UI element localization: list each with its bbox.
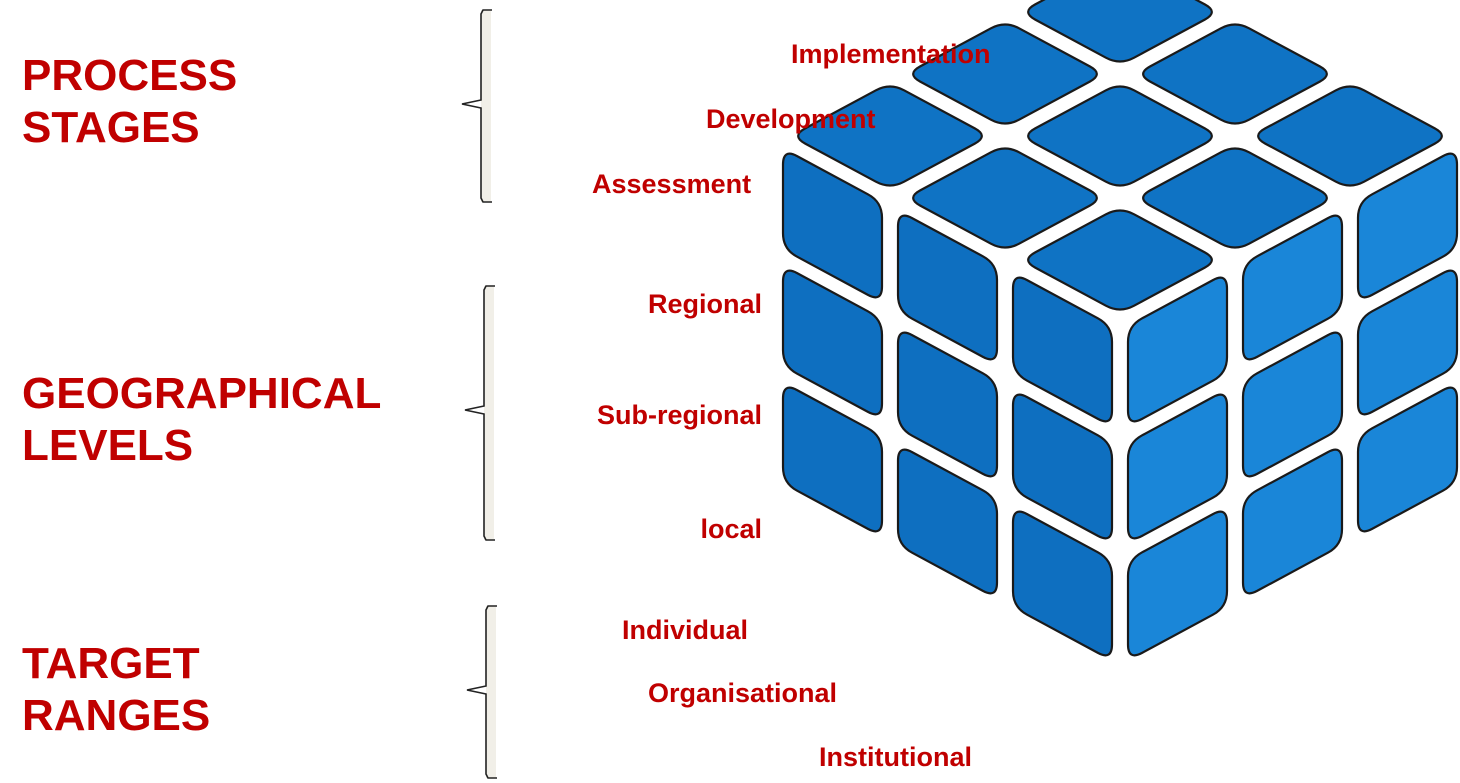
- cube-left-tile: [1011, 276, 1114, 423]
- level-label-local: local: [700, 514, 762, 544]
- target-ranges-brace: [466, 605, 497, 779]
- cube-top-tile: [1027, 85, 1213, 187]
- stage-label-implementation: Implementation: [791, 39, 991, 69]
- cube-top-tile: [1142, 23, 1328, 125]
- cube-left-tile: [896, 331, 999, 478]
- cube-right-tile: [1241, 448, 1344, 595]
- cube-right-tile: [1241, 331, 1344, 478]
- range-label-institutional: Institutional: [819, 742, 972, 772]
- process-stages-brace: [461, 9, 492, 203]
- cube-top-tile: [797, 85, 983, 187]
- cube-right-tile: [1356, 269, 1459, 416]
- cube-left-tile: [896, 214, 999, 361]
- cube-top-tile: [912, 23, 1098, 125]
- cube-left-tile: [781, 152, 884, 299]
- geographical-levels-brace: [464, 285, 495, 541]
- cube-top-tile: [1142, 147, 1328, 249]
- cube-right-tile: [1241, 214, 1344, 361]
- cube-top-tile: [912, 147, 1098, 249]
- cube-right-tile: [1356, 152, 1459, 299]
- level-label-sub-regional: Sub-regional: [596, 400, 762, 430]
- stage-label-assessment: Assessment: [592, 169, 752, 199]
- cube-left-tile: [781, 386, 884, 533]
- cube-top-tile: [1027, 0, 1213, 63]
- cube-left-tile: [896, 448, 999, 595]
- cube-left-tile: [1011, 393, 1114, 540]
- level-label-regional: Regional: [647, 289, 762, 319]
- range-label-individual: Individual: [622, 615, 749, 645]
- cube-top-tile: [1027, 209, 1213, 311]
- range-label-organisational: Organisational: [648, 678, 838, 708]
- cube-right-tile: [1126, 510, 1229, 657]
- cube-right-tile: [1126, 393, 1229, 540]
- cube-right-tile: [1356, 386, 1459, 533]
- cube-right-tile: [1126, 276, 1229, 423]
- cube-left-tile: [781, 269, 884, 416]
- cube-left-tile: [1011, 510, 1114, 657]
- stage-label-development: Development: [706, 104, 876, 134]
- cube-top-tile: [1257, 85, 1443, 187]
